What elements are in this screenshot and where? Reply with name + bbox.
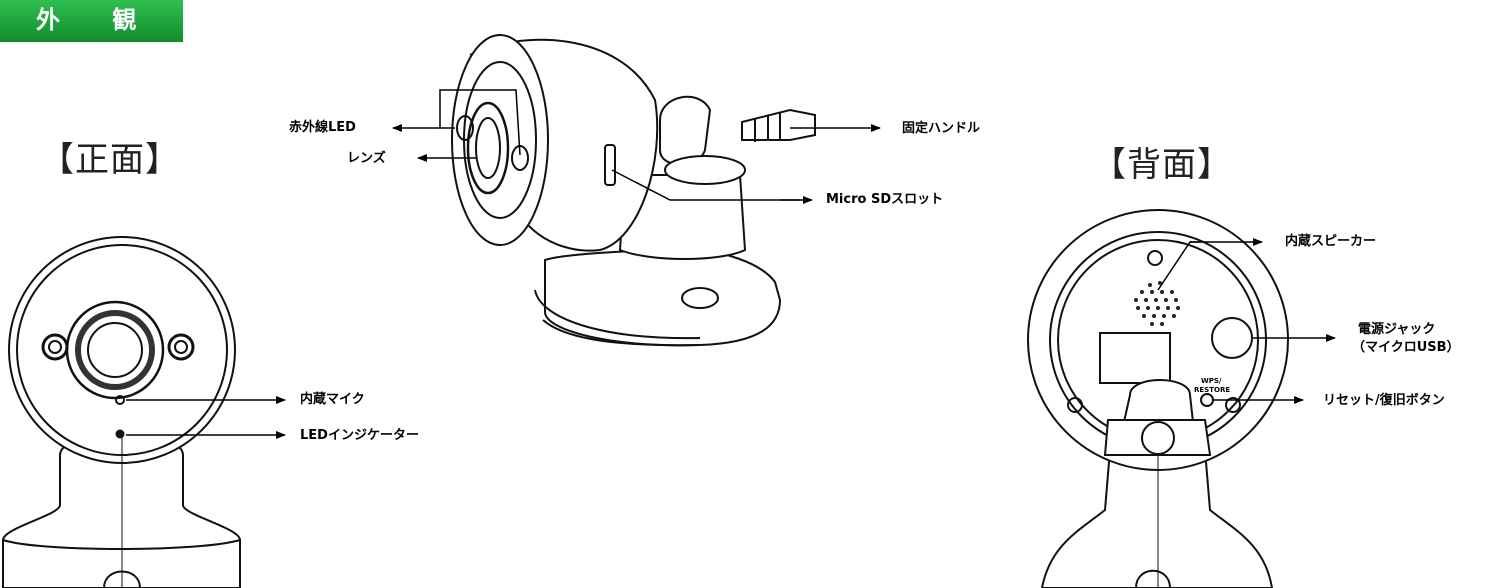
micro-sd-slot-label: Micro SDスロット	[826, 192, 944, 207]
speaker-grille	[1134, 281, 1180, 326]
front-view-label: 【正面】	[40, 140, 180, 180]
side-camera-illustration	[451, 34, 816, 347]
restore-label: RESTORE	[1194, 386, 1230, 394]
built-in-speaker-label: 内蔵スピーカー	[1285, 234, 1377, 249]
reset-button-label: リセット/復旧ボタン	[1323, 393, 1445, 408]
built-in-mic-label: 内蔵マイク	[300, 392, 365, 407]
front-camera-illustration	[2, 236, 241, 588]
section-title: 外 観	[36, 6, 159, 34]
lens-label: レンズ	[347, 151, 386, 166]
ir-led-label: 赤外線LED	[289, 120, 356, 135]
wps-label: WPS/	[1201, 377, 1222, 385]
back-view-label: 【背面】	[1092, 145, 1232, 185]
power-jack-sublabel: （マイクロUSB）	[1352, 340, 1460, 355]
back-camera-illustration	[1027, 209, 1289, 588]
led-indicator-label: LEDインジケーター	[300, 428, 419, 443]
section-title-badge: 外 観	[0, 0, 183, 42]
power-jack-label: 電源ジャック	[1358, 322, 1436, 337]
fixed-handle-label: 固定ハンドル	[902, 121, 981, 136]
